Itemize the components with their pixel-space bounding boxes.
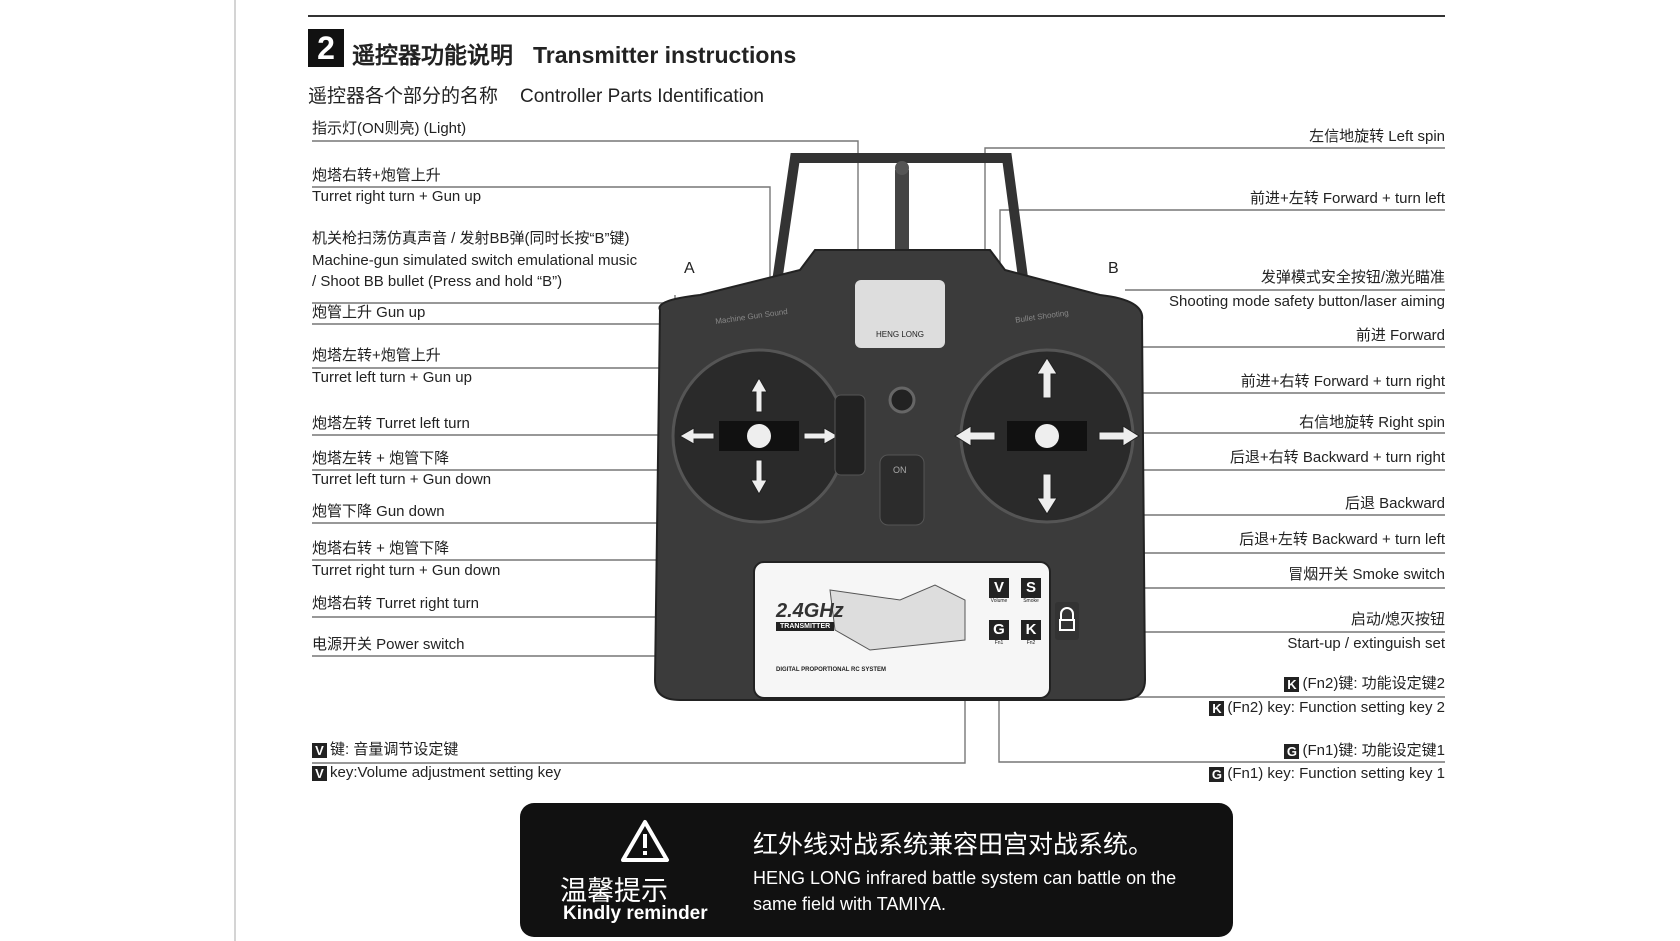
v-key-en-text: key:Volume adjustment setting key (330, 764, 561, 781)
controller-illustration (653, 153, 1147, 701)
marker-b: B (1108, 260, 1119, 277)
section-number: 2 (308, 29, 344, 67)
label-machine-gun-en: Machine-gun simulated switch emulational… (312, 252, 638, 269)
label-gun-up: 炮管上升 Gun up (312, 304, 426, 321)
v-key-icon: V (312, 765, 327, 781)
warning-icon (621, 820, 669, 862)
label-turret-right: 炮塔右转 Turret right turn (312, 595, 479, 612)
g-key-glyph: G (989, 620, 1009, 640)
title-cn: 遥控器功能说明 (352, 42, 513, 68)
g-key-en-text: (Fn1) key: Function setting key 1 (1227, 765, 1445, 782)
label-turret-right-gun-up-en: Turret right turn + Gun up (312, 188, 482, 205)
label-machine-gun-cn: 机关枪扫荡仿真声音 / 发射BB弹(同时长按“B”键) (312, 230, 630, 247)
label-k-key-cn: K(Fn2)键: 功能设定键2 (1284, 675, 1445, 693)
label-turret-left-gun-down-en: Turret left turn + Gun down (312, 471, 492, 488)
k-key-icon: K (1209, 700, 1225, 716)
power-switch-label: ON (893, 465, 907, 475)
label-k-key-en: K(Fn2) key: Function setting key 2 (1209, 699, 1445, 717)
lock-icon (1059, 607, 1075, 631)
k-key-en-text: (Fn2) key: Function setting key 2 (1227, 699, 1445, 716)
label-shooting-mode-cn: 发弹模式安全按钮/激光瞄准 (1260, 269, 1445, 286)
fn1-caption: Fn1 (994, 640, 1004, 646)
label-right-spin: 右信地旋转 Right spin (1299, 414, 1445, 431)
transmitter-label: TRANSMITTER (776, 622, 835, 631)
label-turret-left-gun-up-en: Turret left turn + Gun up (312, 369, 472, 386)
label-backward-right: 后退+右转 Backward + turn right (1229, 449, 1445, 466)
g-key-icon: G (1209, 766, 1225, 782)
label-light: 指示灯(ON则亮) (Light) (312, 120, 467, 137)
label-forward-left: 前进+左转 Forward + turn left (1249, 190, 1445, 207)
v-key-glyph: V (989, 578, 1009, 598)
label-backward-left: 后退+左转 Backward + turn left (1239, 531, 1445, 548)
page-subtitle: 遥控器各个部分的名称 Controller Parts Identificatio… (308, 81, 786, 108)
g-key-cn-text: (Fn1)键: 功能设定键1 (1302, 742, 1445, 759)
smoke-caption: Smoke (1023, 598, 1039, 604)
label-g-key-en: G(Fn1) key: Function setting key 1 (1209, 765, 1445, 783)
label-startup-en: Start-up / extinguish set (1287, 635, 1445, 652)
label-startup-cn: 启动/熄灭按钮 (1350, 611, 1445, 628)
subtitle-cn: 遥控器各个部分的名称 (308, 86, 499, 107)
label-left-spin: 左信地旋转 Left spin (1309, 128, 1445, 145)
marker-a: A (684, 260, 695, 277)
label-power-switch: 电源开关 Power switch (312, 636, 465, 653)
label-turret-left-gun-down-cn: 炮塔左转 + 炮管下降 (312, 450, 450, 467)
reminder-title-cn: 温馨提示 (560, 876, 668, 906)
k-key-cn-text: (Fn2)键: 功能设定键2 (1302, 675, 1445, 692)
freq-label: 2.4GHz (776, 600, 844, 622)
g-key-icon: G (1284, 743, 1300, 759)
k-key-glyph: K (1021, 620, 1041, 640)
label-g-key-cn: G(Fn1)键: 功能设定键1 (1284, 742, 1445, 760)
label-backward: 后退 Backward (1344, 495, 1445, 512)
label-turret-left-gun-up-cn: 炮塔左转+炮管上升 (312, 347, 441, 364)
label-turret-right-gun-up-cn: 炮塔右转+炮管上升 (312, 167, 441, 184)
kindly-reminder-banner: 温馨提示 Kindly reminder 红外线对战系统兼容田宫对战系统。 HE… (520, 803, 1233, 937)
v-key-icon: V (312, 742, 327, 758)
reminder-main: 红外线对战系统兼容田宫对战系统。 (753, 831, 1154, 859)
title-en: Transmitter instructions (533, 42, 797, 68)
s-key-glyph: S (1021, 578, 1041, 598)
system-label: DIGITAL PROPORTIONAL RC SYSTEM (776, 667, 887, 673)
label-forward-right: 前进+右转 Forward + turn right (1240, 373, 1445, 390)
brand-logo: HENG LONG (875, 330, 924, 339)
label-smoke-switch: 冒烟开关 Smoke switch (1288, 566, 1445, 583)
label-forward: 前进 Forward (1355, 327, 1445, 344)
k-key-icon: K (1284, 676, 1300, 692)
page-title: 遥控器功能说明 Transmitter instructions (352, 36, 816, 70)
label-machine-gun-en2: / Shoot BB bullet (Press and hold “B”) (312, 273, 563, 290)
label-shooting-mode-en: Shooting mode safety button/laser aiming (1169, 293, 1445, 310)
label-turret-right-gun-down-en: Turret right turn + Gun down (312, 562, 501, 579)
fn2-caption: Fn2 (1026, 640, 1036, 646)
reminder-text: HENG LONG infrared battle system can bat… (753, 868, 1177, 914)
label-gun-down: 炮管下降 Gun down (312, 503, 445, 520)
v-key-cn-text: 键: 音量调节设定键 (330, 741, 459, 758)
subtitle-en: Controller Parts Identification (520, 86, 764, 107)
label-turret-left: 炮塔左转 Turret left turn (312, 415, 470, 432)
volume-caption: Volume (990, 598, 1008, 604)
reminder-title-en: Kindly reminder (563, 903, 708, 924)
label-turret-right-gun-down-cn: 炮塔右转 + 炮管下降 (312, 540, 450, 557)
